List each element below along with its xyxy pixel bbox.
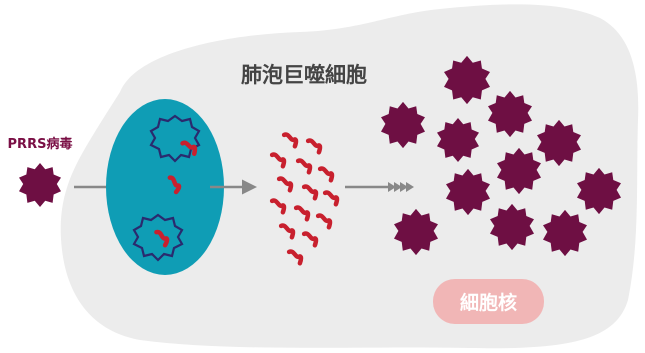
virus-capsid-outline-icon bbox=[149, 114, 201, 163]
nucleus-label: 細胞核 bbox=[460, 291, 517, 314]
virus-label: PRRS病毒 bbox=[8, 136, 73, 152]
prrs-virus-icon bbox=[19, 162, 61, 208]
macrophage-cell-body bbox=[60, 4, 639, 349]
release-arrow-icon bbox=[345, 182, 414, 192]
nucleus-label-badge bbox=[433, 279, 544, 324]
virus-capsid-outline-icon bbox=[132, 213, 184, 262]
cell-title: 肺泡巨噬細胞 bbox=[241, 63, 367, 87]
nucleus-oval bbox=[106, 99, 224, 275]
